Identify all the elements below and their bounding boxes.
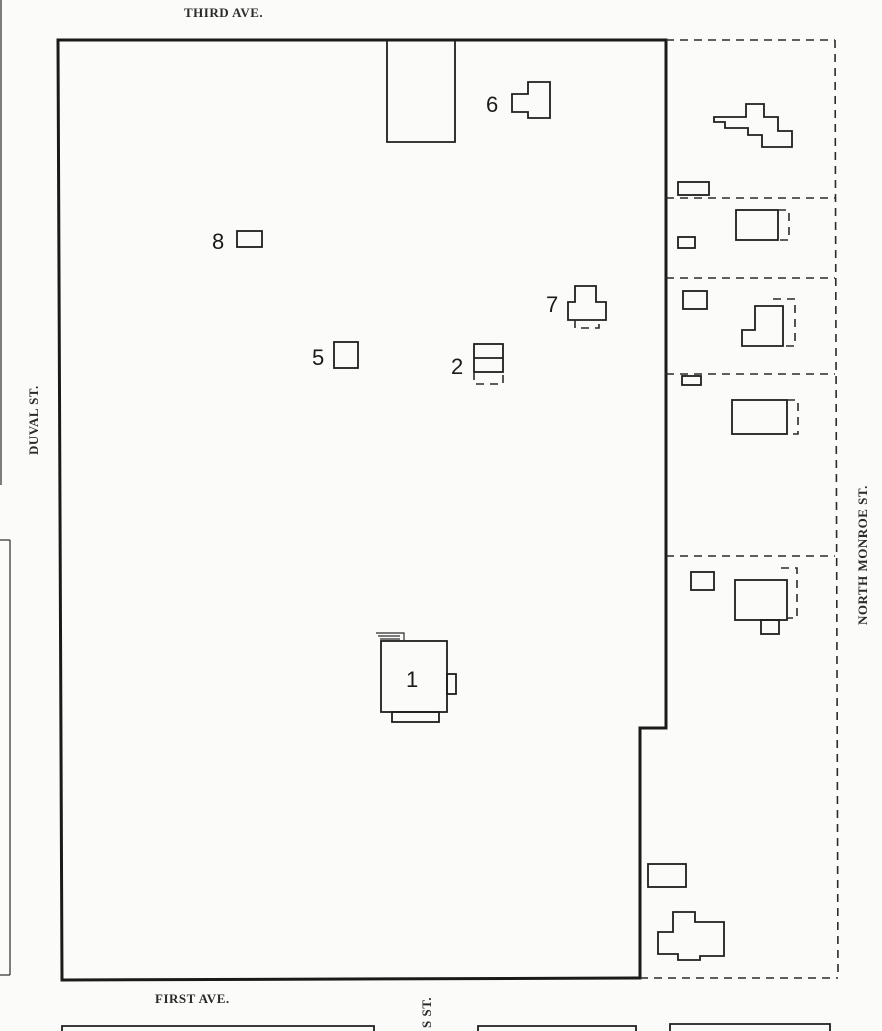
building-6-label: 6 — [486, 92, 498, 117]
building-7: 7 — [546, 285, 607, 329]
bottom-lot-outlines — [61, 1023, 831, 1031]
street-first-ave: FIRST AVE. — [155, 991, 230, 1006]
building-1: 1 — [376, 632, 457, 723]
building-5-label: 5 — [312, 345, 324, 370]
building-6: 6 — [486, 81, 551, 119]
adjacent-lots — [640, 39, 839, 979]
building-8-label: 8 — [212, 229, 224, 254]
building-2-label: 2 — [451, 354, 463, 379]
main-property-boundary — [56, 38, 668, 982]
building-1-label: 1 — [406, 667, 418, 692]
adjacent-buildings — [647, 103, 799, 961]
street-partial-bottom: S ST. — [419, 997, 434, 1028]
building-7-label: 7 — [546, 292, 558, 317]
building-5: 5 — [312, 341, 359, 370]
top-annex-outline — [386, 40, 456, 143]
building-8: 8 — [212, 229, 263, 254]
street-duval-st: DUVAL ST. — [26, 385, 41, 455]
building-2: 2 — [451, 343, 504, 385]
street-north-monroe-st: NORTH MONROE ST. — [855, 485, 870, 625]
street-third-ave: THIRD AVE. — [184, 5, 263, 20]
left-edge-lines — [0, 0, 11, 976]
